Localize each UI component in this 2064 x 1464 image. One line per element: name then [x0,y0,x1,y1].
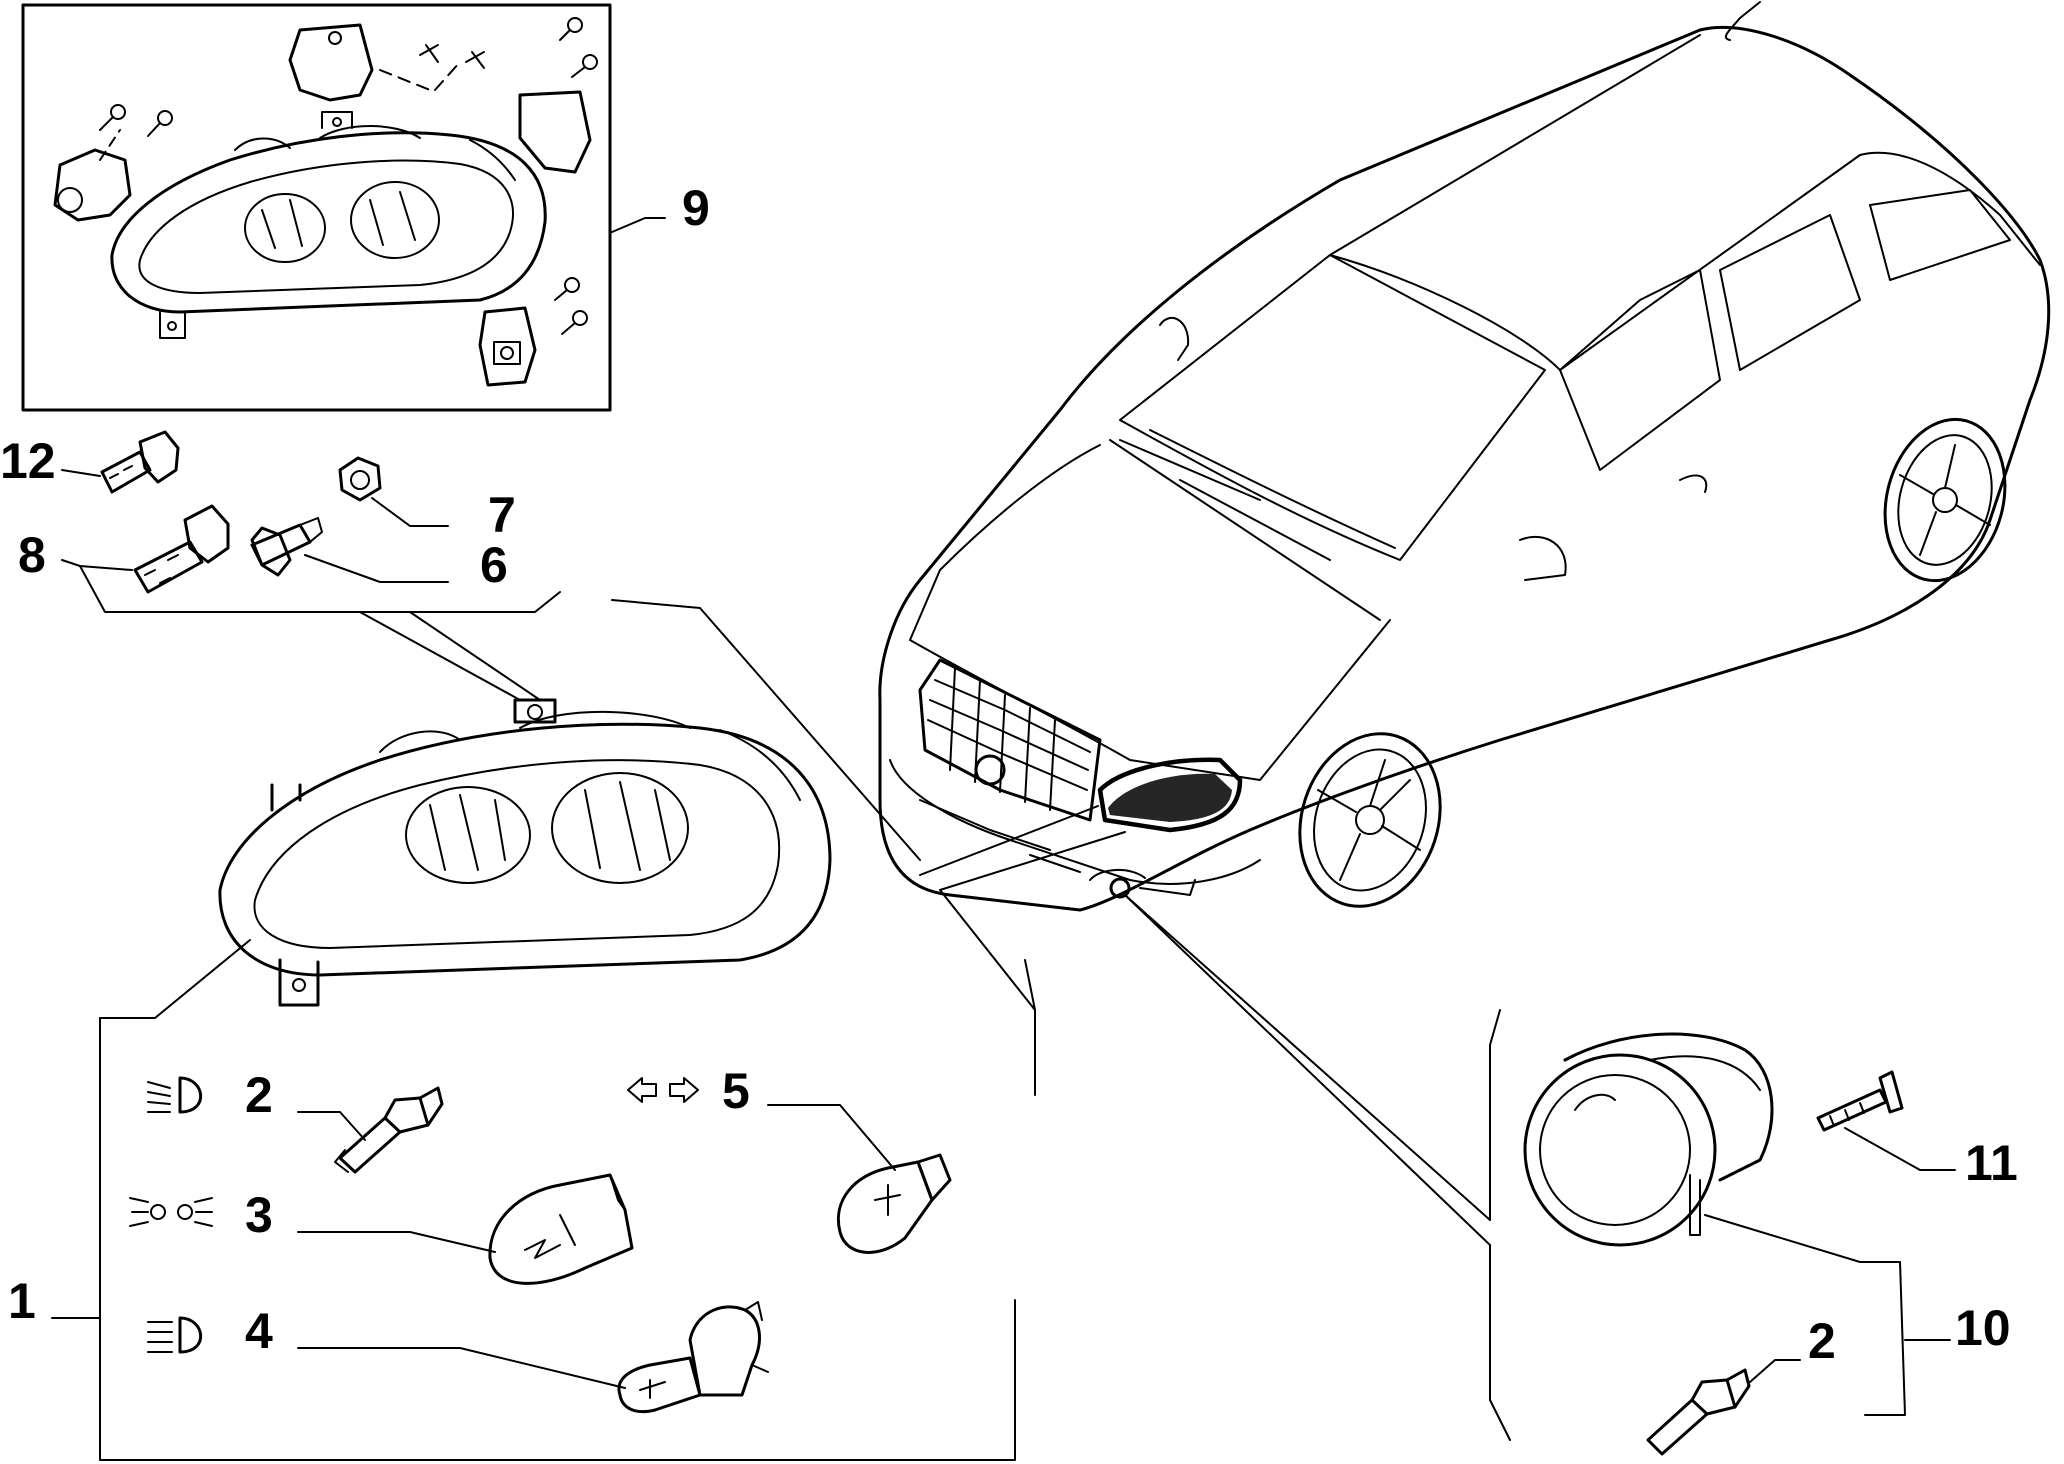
screw-11 [1816,1070,1956,1171]
callout-2-fog: 2 [1808,1313,1836,1369]
leader-5 [767,1104,896,1171]
leader-3 [297,1231,496,1253]
hardware-leaders [79,565,561,701]
headlamp-assembly-inset [21,3,666,412]
leader-10-lamp [1704,1214,1901,1263]
bolt-6 [250,517,449,583]
callout-labels: 1 2 2 3 4 5 6 7 8 9 10 11 12 [0,180,2018,1369]
rear-wheel [1883,417,2007,583]
bolt-8 [61,504,230,594]
inset-screws [99,17,598,335]
low-beam-symbol-icon [147,1076,203,1114]
bulb-4-high-beam [297,1301,769,1414]
callout-11: 11 [1965,1135,2018,1191]
callout-9: 9 [682,180,710,236]
callout-5: 5 [722,1063,750,1119]
callout-6: 6 [480,537,508,593]
inset-brackets [53,23,592,387]
car-leaders [611,599,1491,1246]
callout-3: 3 [245,1187,273,1243]
callout-7: 7 [488,487,516,543]
leader-7 [371,497,449,527]
callout-10: 10 [1955,1300,2011,1356]
fog-lamp-drawing [1523,1032,1951,1416]
car-drawing [878,1,2051,912]
leader-10-bracket [1864,1261,1951,1416]
leader-9 [611,217,666,233]
bulb-3-parking [297,1173,634,1285]
main-headlamp-drawing [99,698,832,1019]
inset-headlamp-drawing [110,111,547,339]
callout-4: 4 [245,1303,273,1359]
leader-6 [304,554,449,583]
callout-8: 8 [18,527,46,583]
leader-8 [61,559,133,571]
leader-2b [1749,1359,1801,1383]
bulb-2-fog [1646,1359,1801,1456]
leader-11 [1844,1127,1956,1171]
callout-1: 1 [8,1273,36,1329]
leader-2a [297,1111,366,1141]
screw-12 [61,430,180,494]
leader-1-headlamp [99,939,251,1019]
callout-2-low-beam: 2 [245,1067,273,1123]
parking-light-symbol-icon [129,1197,213,1227]
turn-signal-arrows-icon [627,1077,699,1103]
leader-12 [61,469,101,477]
callout-12: 12 [0,433,56,489]
fog-lamp-frame [1489,1009,1511,1441]
front-wheel [1298,732,1442,908]
leader-4 [297,1347,626,1389]
high-beam-symbol-icon [147,1316,203,1354]
bulb-5-turn-signal [767,1104,952,1254]
inset-frame [21,3,612,412]
bulb-2-low-beam [297,1086,444,1174]
nut-7 [338,456,449,527]
